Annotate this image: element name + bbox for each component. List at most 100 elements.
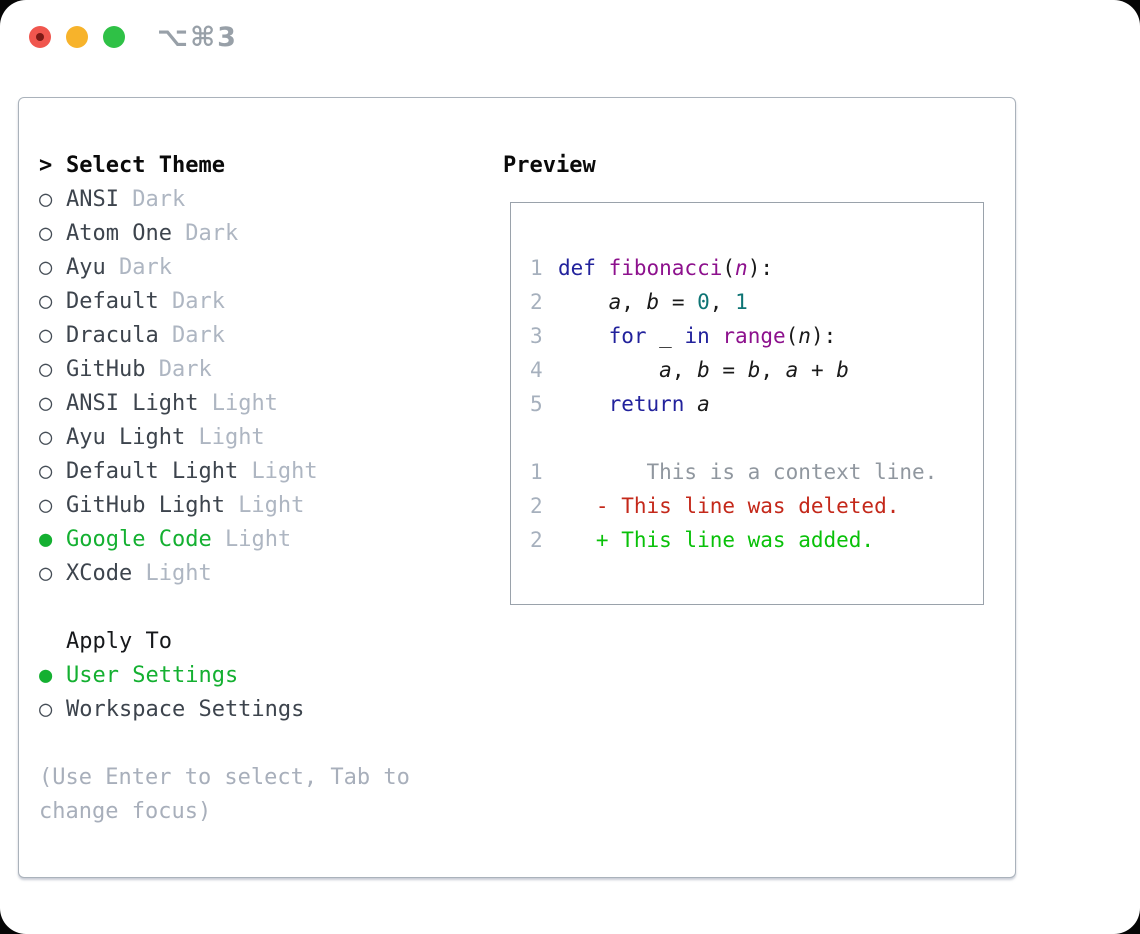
theme-variant-label: Light (198, 425, 265, 450)
theme-name: GitHub Light (66, 493, 239, 518)
code-token: range (722, 324, 786, 348)
theme-option-default[interactable]: ○Default Dark (39, 285, 410, 319)
code-token: b (836, 358, 849, 382)
preview-title: Preview (503, 153, 596, 178)
code-line-7: 1 This is a context line. (530, 455, 983, 489)
window-title-shortcut: ⌥⌘3 (157, 21, 238, 53)
theme-name: Default (66, 289, 172, 314)
code-token: ( (722, 256, 736, 280)
theme-option-github[interactable]: ○ GitHub Dark (39, 353, 410, 387)
code-token: - This line was deleted. (558, 494, 900, 518)
apply-option-user-settings[interactable]: ●User Settings (39, 659, 410, 693)
radio-unselected-icon: ○ (39, 493, 53, 518)
code-line-2: 2 a, b = 0, 1 (530, 285, 983, 319)
code-line-3: 3 for _ in range(n): (530, 319, 983, 353)
code-line-8: 2 - This line was deleted. (530, 489, 983, 523)
theme-menu: >Select Theme○ANSI Dark○Atom One Dark○Ay… (39, 149, 410, 829)
code-token: a (608, 290, 622, 314)
code-token: n (735, 256, 748, 280)
theme-variant-label: Light (145, 561, 212, 586)
theme-option-default-light[interactable]: ○Default Light Light (39, 455, 410, 489)
theme-list-title: Select Theme (66, 153, 225, 178)
code-token: a (659, 358, 672, 382)
theme-variant-label: Dark (118, 255, 172, 280)
theme-option-ayu-light[interactable]: ○ Ayu Light Light (39, 421, 410, 455)
line-number: 1 (530, 460, 543, 484)
code-token: , (760, 358, 786, 382)
line-number: 2 (530, 528, 543, 552)
theme-name: Dracula (66, 323, 172, 348)
theme-option-ansi-light[interactable]: ○ANSI Light Light (39, 387, 410, 421)
indent (39, 625, 66, 659)
theme-name: ANSI Light (66, 391, 212, 416)
theme-option-google-code[interactable]: ●Google Code Light (39, 523, 410, 557)
theme-variant-label: Light (238, 493, 305, 518)
code-line-6 (530, 421, 983, 455)
theme-option-atom-one[interactable]: ○Atom One Dark (39, 217, 410, 251)
radio-unselected-icon: ○ (39, 391, 53, 416)
radio-unselected-icon: ○ (39, 425, 53, 450)
code-token (684, 392, 697, 416)
code-line-5: 5 return a (530, 387, 983, 421)
theme-name: Atom One (66, 221, 186, 246)
hint-text: (Use Enter to select, Tab to (39, 765, 410, 790)
code-token (558, 392, 609, 416)
code-token: , (709, 290, 736, 314)
theme-option-ansi[interactable]: ○ ANSI Dark (39, 183, 410, 217)
line-number: 1 (530, 256, 543, 280)
theme-name: Ayu Light (66, 425, 199, 450)
titlebar: ⌥⌘3 (29, 22, 238, 53)
code-token: b (697, 358, 710, 382)
code-token: fibonacci (608, 256, 723, 280)
code-token: return (608, 392, 685, 416)
theme-name: Default Light (66, 459, 252, 484)
code-token (558, 358, 659, 382)
radio-unselected-icon: ○ (39, 697, 53, 722)
line-number: 3 (530, 324, 543, 348)
theme-variant-label: Dark (158, 357, 212, 382)
theme-variant-label: Dark (185, 221, 239, 246)
line-number: 4 (530, 358, 543, 382)
zoom-button[interactable] (103, 26, 125, 48)
apply-option-workspace-settings[interactable]: ○Workspace Settings (39, 693, 410, 727)
code-token: This is a context line. (558, 460, 938, 484)
line-number: 2 (530, 494, 543, 518)
code-token: def (558, 256, 609, 280)
theme-option-xcode[interactable]: ○XCode Light (39, 557, 410, 591)
code-line-4: 4 a, b = b, a + b (530, 353, 983, 387)
code-token: , (621, 290, 647, 314)
code-token: b (747, 358, 761, 382)
apply-to-header: Apply To (39, 625, 410, 659)
code-token: b (646, 290, 660, 314)
theme-option-dracula[interactable]: ○Dracula Dark (39, 319, 410, 353)
theme-option-github-light[interactable]: ○ GitHub Light Light (39, 489, 410, 523)
line-number: 2 (530, 290, 543, 314)
theme-variant-label: Dark (132, 187, 186, 212)
close-button[interactable] (29, 26, 51, 48)
code-token: for (608, 324, 647, 348)
theme-name: XCode (66, 561, 146, 586)
theme-picker-panel: >Select Theme○ANSI Dark○Atom One Dark○Ay… (18, 97, 1016, 878)
code-token (558, 290, 609, 314)
minimize-button[interactable] (66, 26, 88, 48)
spacer-row (39, 727, 410, 761)
radio-unselected-icon: ○ (39, 357, 53, 382)
code-token: = (709, 358, 748, 382)
radio-unselected-icon: ○ (39, 255, 53, 280)
theme-option-ayu[interactable]: ○Ayu Dark (39, 251, 410, 285)
theme-name: GitHub (66, 357, 159, 382)
code-token: a (785, 358, 799, 382)
code-token (710, 324, 723, 348)
hint-line-2: change focus) (39, 795, 410, 829)
theme-name: ANSI (66, 187, 133, 212)
code-token: ): (747, 256, 773, 280)
cursor-prefix-icon: > (39, 153, 53, 178)
radio-unselected-icon: ○ (39, 459, 53, 484)
spacer-row (39, 591, 410, 625)
radio-unselected-icon: ○ (39, 323, 53, 348)
theme-variant-label: Light (224, 527, 292, 552)
code-token: in (684, 324, 710, 348)
radio-unselected-icon: ○ (39, 187, 53, 212)
